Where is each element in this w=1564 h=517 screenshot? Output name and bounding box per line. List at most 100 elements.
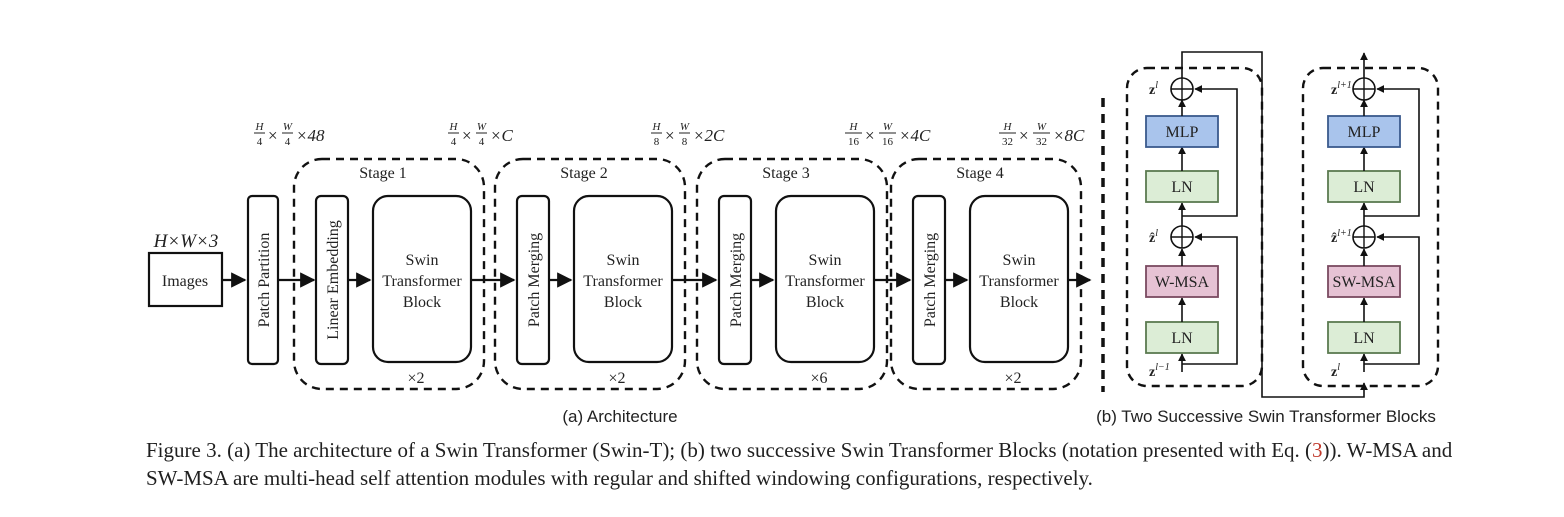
stage-title: Stage 4 [956, 165, 1004, 182]
times-sign: × [1019, 126, 1029, 145]
dim-channels: ×4C [899, 126, 931, 145]
successive-blocks-diagram: LNW-MSALNMLPzlẑlzl−1LNSW-MSALNMLPzl+1ẑl+… [1125, 66, 1440, 388]
stage-container [695, 157, 889, 391]
stage-repeat-count: ×2 [407, 370, 424, 387]
z-hat-label: ẑl+1 [1331, 228, 1352, 246]
dim-numerator: W [883, 121, 893, 133]
swin-block-label: Block [604, 294, 642, 311]
swin-block-label: Swin [406, 252, 439, 269]
block-connector [1181, 51, 1368, 398]
subcaption-a: (a) Architecture [562, 407, 677, 426]
input-dim-label: H×W×3 [153, 231, 219, 252]
dim-denominator: 8 [682, 136, 688, 148]
subcaption-b: (b) Two Successive Swin Transformer Bloc… [1096, 407, 1436, 426]
caption-text-2: )). W-MSA and SW-MSA are multi-head self… [146, 438, 1453, 490]
figure-caption: Figure 3. (a) The architecture of a Swin… [146, 436, 1456, 492]
swin-block-label: Swin [1003, 252, 1036, 269]
architecture-diagram: H×W×3 Images Patch Partition H 4 × W 4 ×48 H 4 ×… [147, 121, 1092, 391]
dim-label-3: H8×W8×2C [651, 121, 725, 148]
caption-equation-ref[interactable]: 3 [1312, 438, 1323, 462]
w-msa-box [1145, 265, 1219, 298]
z-input-label: zl−1 [1149, 362, 1170, 380]
dim-numerator: W [477, 121, 487, 133]
dim-label-5: H32×W32×8C [999, 121, 1085, 148]
dim-label-2: H 4 × W 4 ×C [448, 121, 513, 148]
dim-numerator: H [449, 121, 459, 133]
times-sign: × [268, 126, 278, 145]
swin-block-label: Block [1000, 294, 1038, 311]
sw-msa-box [1327, 265, 1401, 298]
skip-connection-upper [1182, 85, 1238, 217]
stage-2: Stage 2 Patch Merging SwinTransformerBlock… [493, 157, 718, 391]
dim-numerator: H [849, 121, 859, 133]
z-output-label: zl+1 [1331, 80, 1352, 98]
dim-numerator: W [1037, 121, 1047, 133]
mlp-box [1145, 115, 1219, 148]
stage-1: Stage 1 Linear Embedding SwinTransformerBl… [292, 157, 516, 391]
stage-title: Stage 3 [762, 165, 810, 182]
stage-title: Stage 2 [560, 165, 608, 182]
swin-block-label: Transformer [785, 273, 865, 290]
stage-embed-label: Patch Merging [526, 233, 543, 327]
stage-title: Stage 1 [359, 165, 407, 182]
times-sign: × [865, 126, 875, 145]
block-container [1301, 66, 1440, 388]
ln-box-upper [1327, 170, 1401, 203]
images-label: Images [162, 273, 208, 290]
images-box [147, 251, 224, 308]
swin-block-label: Transformer [382, 273, 462, 290]
dim-denominator: 16 [882, 136, 894, 148]
mlp-box-label: MLP [1166, 124, 1199, 141]
dim-channels: ×48 [296, 126, 325, 145]
stage-repeat-count: ×2 [1004, 370, 1021, 387]
dim-label-4: H 16 × W 16 ×4C [845, 121, 931, 148]
patch-partition-label: Patch Partition [256, 233, 273, 328]
times-sign: × [665, 126, 675, 145]
skip-connection-upper [1364, 85, 1420, 217]
times-sign: × [462, 126, 472, 145]
stage-3: Stage 3 Patch Merging SwinTransformerBlock… [695, 157, 912, 391]
dim-denominator: 16 [848, 136, 860, 148]
stage-container [493, 157, 687, 391]
dim-numerator: H [652, 121, 662, 133]
dim-denominator: 4 [451, 136, 457, 148]
stage-container [889, 157, 1083, 391]
swin-block-label: Block [806, 294, 844, 311]
dim-denominator: 4 [479, 136, 485, 148]
swin-block-label: Transformer [583, 273, 663, 290]
dim-numerator: H [255, 121, 265, 133]
dim-label-1: H4×W4×48 [254, 121, 325, 148]
swin-block-label: Swin [607, 252, 640, 269]
ln-box-upper-label: LN [1353, 179, 1375, 196]
dim-channels: ×C [490, 126, 513, 145]
caption-text-1: Figure 3. (a) The architecture of a Swin… [146, 438, 1313, 462]
dim-numerator: W [283, 121, 293, 133]
sw-msa-box-label: SW-MSA [1332, 274, 1396, 291]
stage-4: Stage 4 Patch Merging SwinTransformerBlock… [889, 157, 1092, 391]
ln-box-upper [1145, 170, 1219, 203]
ln-box-lower [1327, 321, 1401, 354]
swin-block-label: Block [403, 294, 441, 311]
z-hat-label: ẑl [1149, 228, 1158, 246]
swin-diagram: H×W×3 Images Patch Partition H 4 × W 4 ×48 H 4 ×… [147, 51, 1440, 426]
stage-repeat-count: ×2 [608, 370, 625, 387]
stages: Stage 1 Linear Embedding SwinTransformerBl… [292, 157, 1092, 391]
stage-embed-label: Patch Merging [728, 233, 745, 327]
dim-denominator: 4 [285, 136, 291, 148]
dim-numerator: W [680, 121, 690, 133]
swin-block-label: Swin [809, 252, 842, 269]
mlp-box-label: MLP [1348, 124, 1381, 141]
ln-box-upper-label: LN [1171, 179, 1193, 196]
skip-connection-lower [1182, 233, 1238, 365]
stage-container [292, 157, 486, 391]
dim-denominator: 32 [1036, 136, 1047, 148]
swin-block-label: Transformer [979, 273, 1059, 290]
w-msa-box-label: W-MSA [1155, 274, 1210, 291]
stage-embed-label: Linear Embedding [325, 220, 342, 340]
stage-repeat-count: ×6 [810, 370, 827, 387]
block-container [1125, 66, 1264, 388]
stage-embed-label: Patch Merging [922, 233, 939, 327]
